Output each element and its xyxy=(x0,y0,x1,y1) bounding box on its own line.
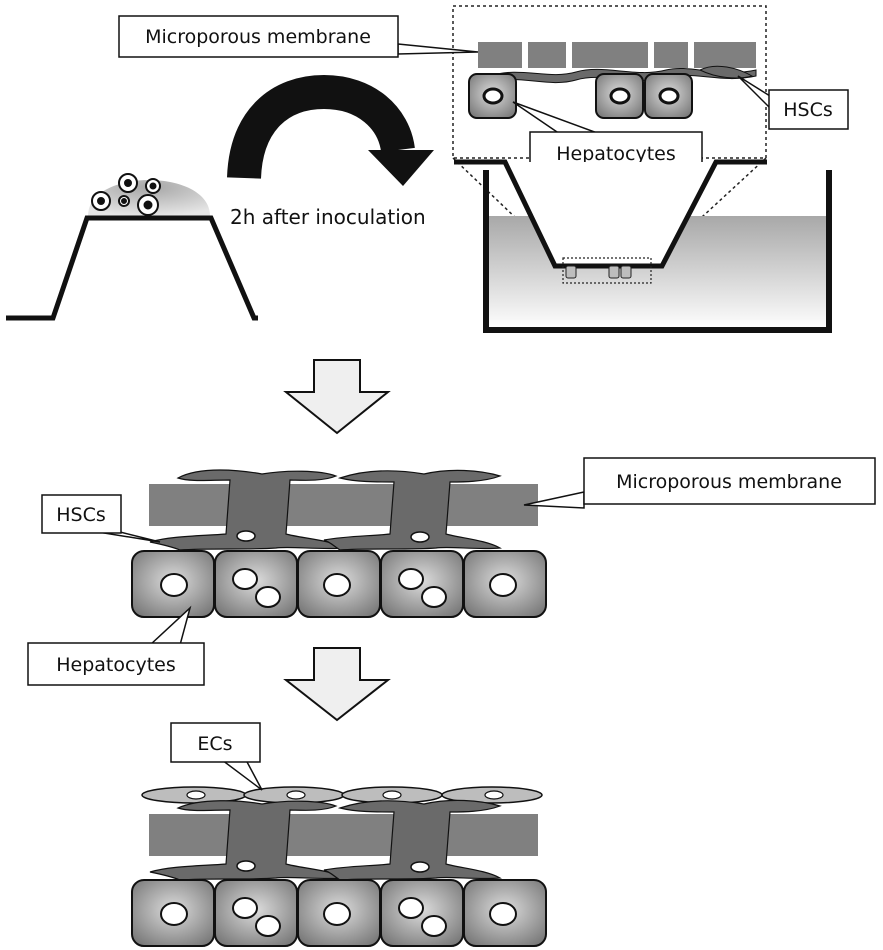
insert-membrane-detail xyxy=(562,257,652,284)
insert-outline xyxy=(454,159,767,269)
callout-ecs: ECs xyxy=(170,722,263,791)
svg-text:ECs: ECs xyxy=(197,733,232,755)
coculture-stage-2: Microporous membrane HSCs Hepatocytes xyxy=(27,457,876,686)
hepatocyte-row-bottom xyxy=(131,879,547,947)
inverted-insert-with-droplet xyxy=(6,173,258,321)
hepatocyte-row-mid xyxy=(131,550,547,618)
well-wall xyxy=(483,170,832,333)
svg-text:HSCs: HSCs xyxy=(56,504,106,526)
ecs-nuclei xyxy=(186,790,504,800)
callout-hepatocytes-mid: Hepatocytes xyxy=(27,605,205,686)
insert-cavity xyxy=(505,162,716,266)
membrane-mid xyxy=(149,484,538,526)
curved-arrow xyxy=(227,74,434,186)
callout-hscs-top: HSCs xyxy=(737,75,849,130)
hepatocytes-top xyxy=(468,73,693,119)
insert-mini-cells xyxy=(565,265,632,279)
callout-hscs-mid: HSCs xyxy=(41,494,161,543)
membrane-top xyxy=(478,42,756,68)
callout-membrane-top: Microporous membrane xyxy=(118,15,479,58)
callout-membrane-mid: Microporous membrane xyxy=(523,457,876,509)
ecs-row xyxy=(141,786,543,804)
droplet-cells xyxy=(91,173,161,216)
hscs-bottom xyxy=(149,799,502,881)
zoom-box xyxy=(452,5,767,159)
membrane-bottom xyxy=(149,814,538,856)
hsc-top-right xyxy=(698,65,754,79)
svg-text:Hepatocytes: Hepatocytes xyxy=(556,143,675,165)
down-arrow-2 xyxy=(283,647,391,722)
hscs-mid xyxy=(149,469,502,551)
svg-text:Hepatocytes: Hepatocytes xyxy=(56,654,175,676)
coculture-stage-3: ECs xyxy=(131,722,547,947)
insert-outline-inverted xyxy=(6,215,258,321)
svg-text:Microporous membrane: Microporous membrane xyxy=(616,471,842,493)
down-arrow-1 xyxy=(283,359,391,435)
inoculation-label: 2h after inoculation xyxy=(230,205,426,229)
svg-text:HSCs: HSCs xyxy=(783,99,833,121)
svg-text:Microporous membrane: Microporous membrane xyxy=(145,26,371,48)
zoom-guide-right xyxy=(650,157,767,265)
culture-well xyxy=(454,159,832,333)
